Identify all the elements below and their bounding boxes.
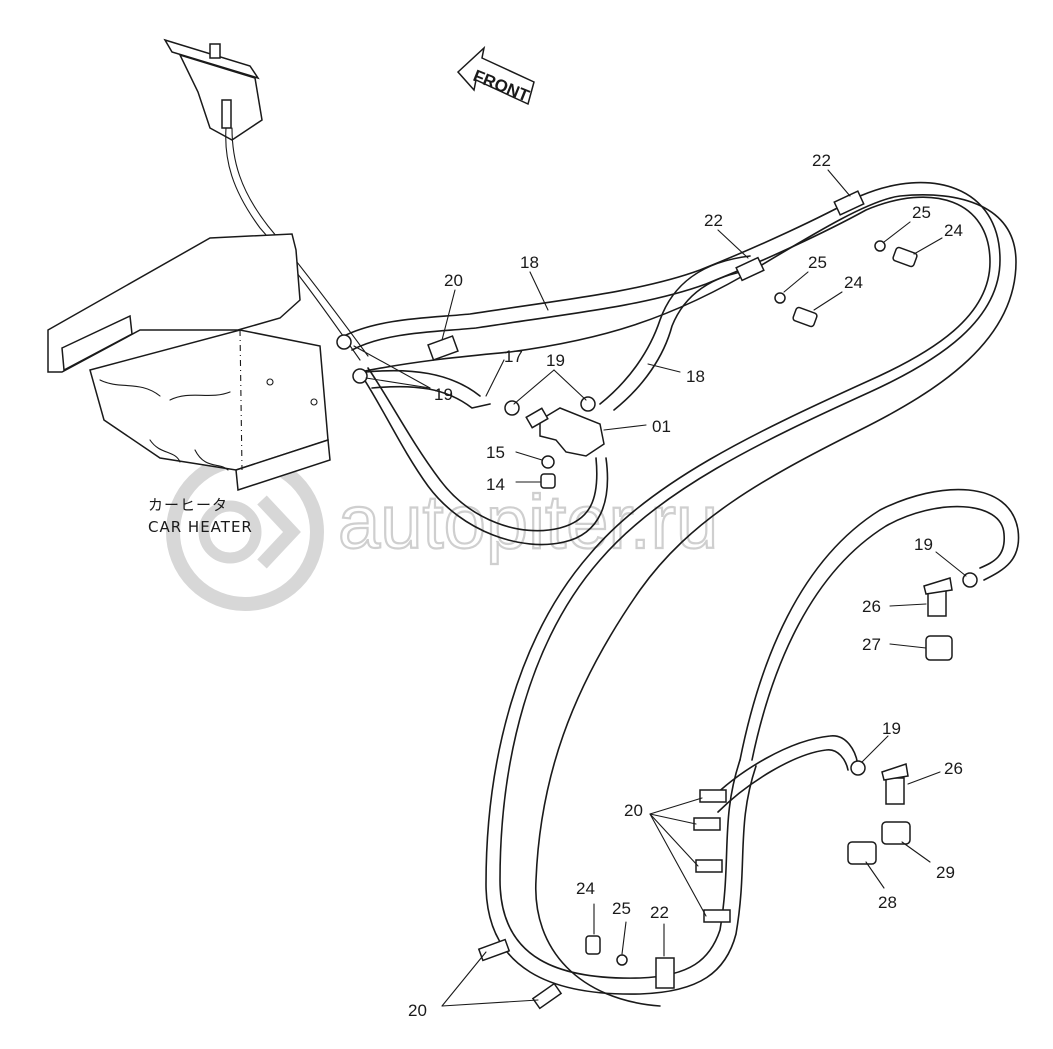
callout-24-c: 24 bbox=[576, 879, 595, 898]
callout-labels: 20 18 17 19 18 01 15 14 19 22 22 25 25 2… bbox=[408, 151, 963, 1020]
callout-26-a: 26 bbox=[862, 597, 881, 616]
callout-19-d: 19 bbox=[882, 719, 901, 738]
callout-18-a: 18 bbox=[520, 253, 539, 272]
caption-en: CAR HEATER bbox=[148, 518, 253, 536]
callout-24-b: 24 bbox=[844, 273, 863, 292]
leader-lines bbox=[353, 169, 967, 1007]
callout-17: 17 bbox=[504, 347, 523, 366]
reservoir bbox=[163, 38, 369, 361]
heater-hoses bbox=[343, 181, 1020, 1007]
callout-01: 01 bbox=[652, 417, 671, 436]
callout-18-b: 18 bbox=[686, 367, 705, 386]
callout-22-c: 22 bbox=[650, 903, 669, 922]
callout-20-a: 20 bbox=[444, 271, 463, 290]
callout-19-b: 19 bbox=[434, 385, 453, 404]
car-heater-unit bbox=[47, 233, 331, 492]
front-arrow: FRONT bbox=[456, 45, 535, 106]
callout-22-a: 22 bbox=[812, 151, 831, 170]
callout-19-a: 19 bbox=[546, 351, 565, 370]
caption-jp: カーヒータ bbox=[148, 496, 228, 514]
callout-27: 27 bbox=[862, 635, 881, 654]
taps-and-fittings bbox=[847, 577, 953, 865]
callout-25-a: 25 bbox=[912, 203, 931, 222]
callout-22-b: 22 bbox=[704, 211, 723, 230]
valve-01 bbox=[525, 407, 605, 489]
watermark-text: autopiter.ru bbox=[338, 480, 718, 565]
callout-25-c: 25 bbox=[612, 899, 631, 918]
fasteners bbox=[585, 240, 918, 966]
callout-20-c: 20 bbox=[408, 1001, 427, 1020]
callout-14: 14 bbox=[486, 475, 505, 494]
hose-clamps bbox=[336, 190, 978, 1010]
callout-26-b: 26 bbox=[944, 759, 963, 778]
callout-25-b: 25 bbox=[808, 253, 827, 272]
callout-20-b: 20 bbox=[624, 801, 643, 820]
callout-15: 15 bbox=[486, 443, 505, 462]
callout-19-c: 19 bbox=[914, 535, 933, 554]
callout-24-a: 24 bbox=[944, 221, 963, 240]
callout-28: 28 bbox=[878, 893, 897, 912]
callout-29: 29 bbox=[936, 863, 955, 882]
